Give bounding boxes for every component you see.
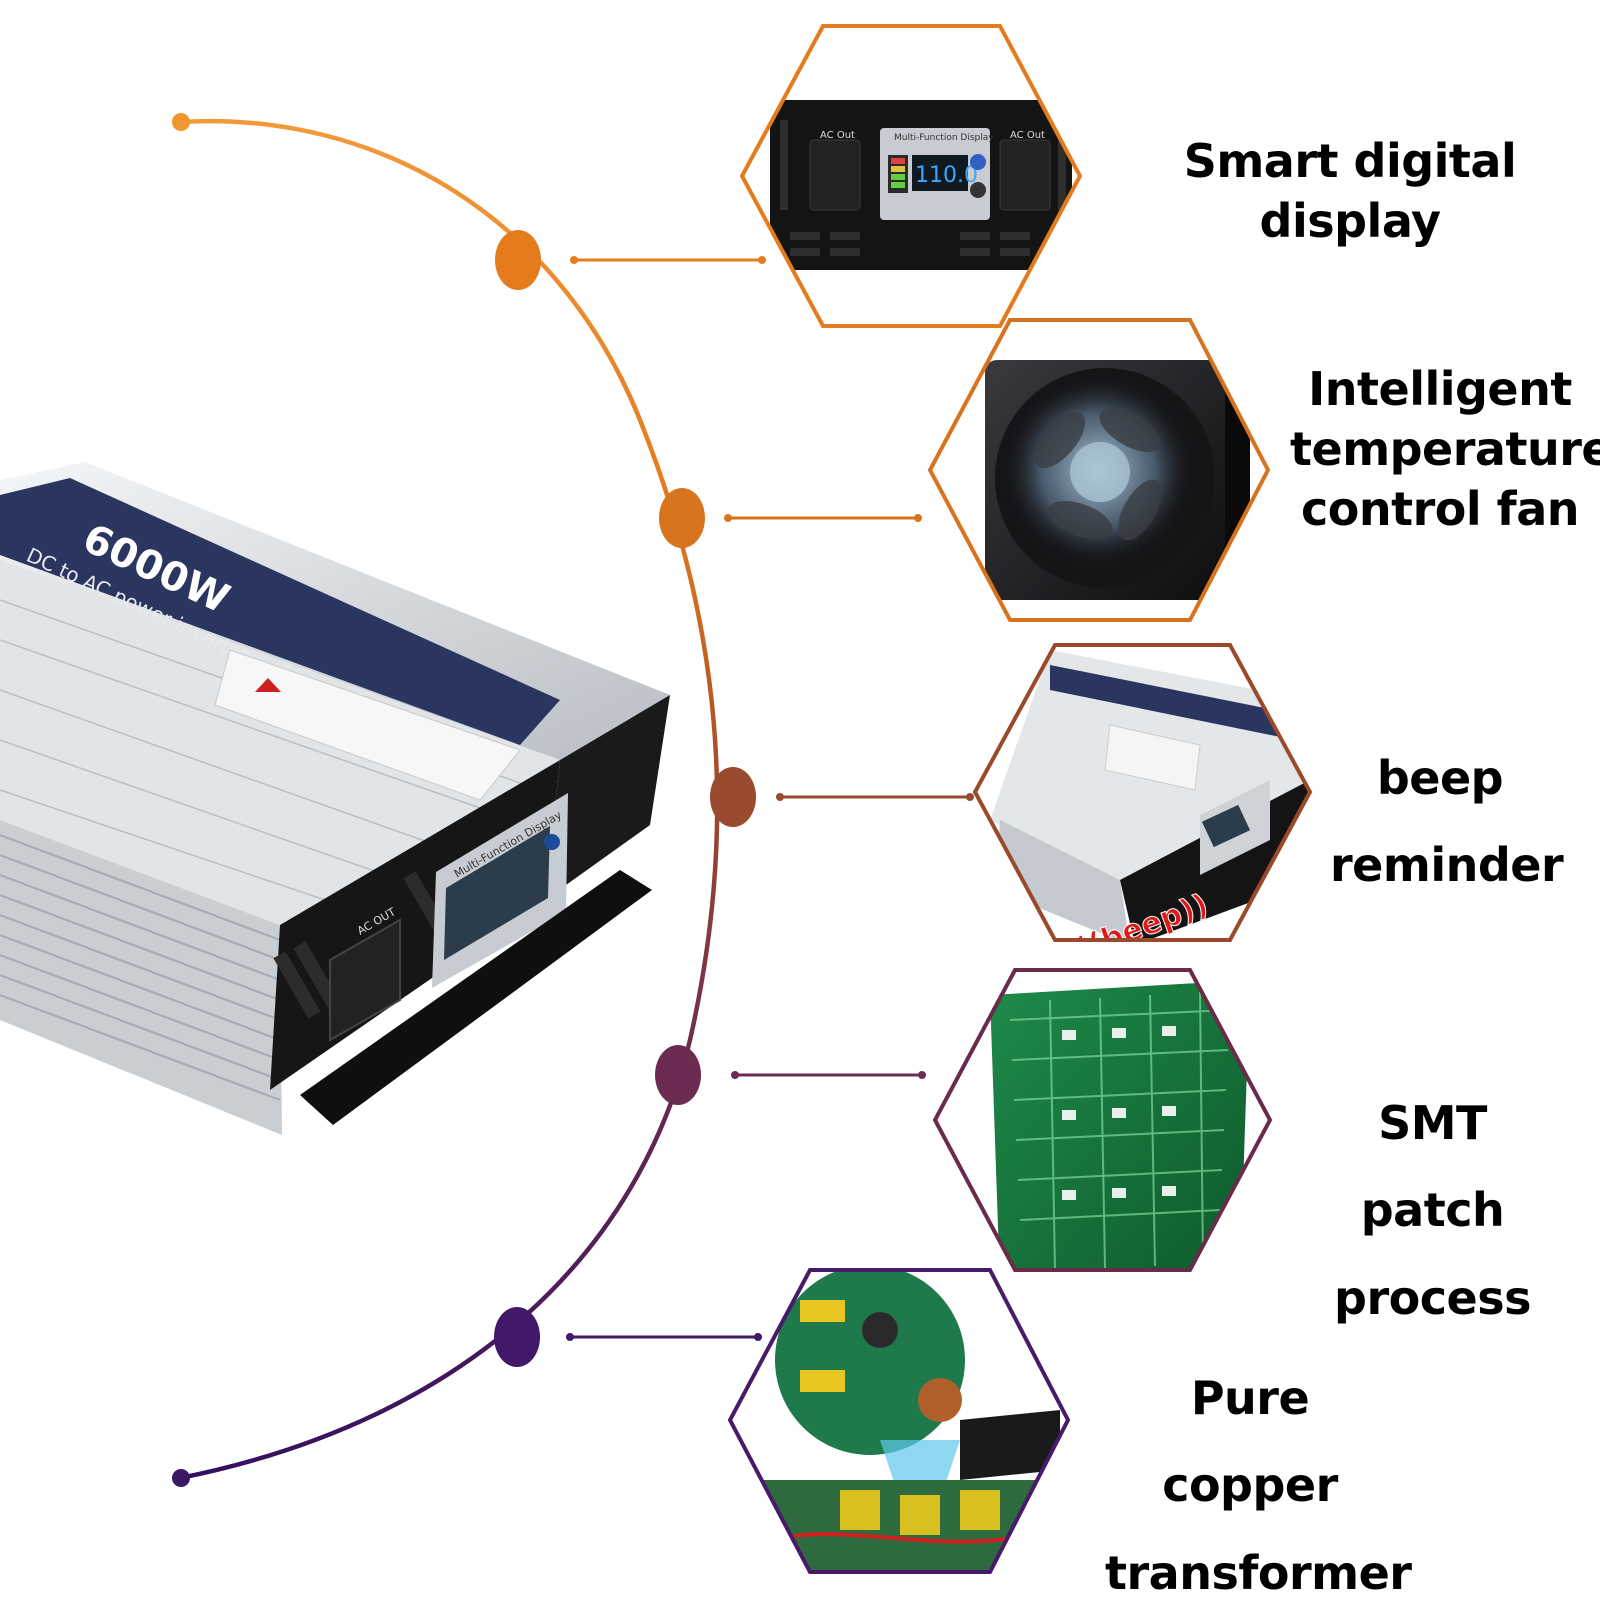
feature-label-beep: beep reminder xyxy=(1330,735,1564,910)
feature-label-beep-line-2: reminder xyxy=(1330,838,1564,893)
arc-end-top xyxy=(172,113,190,131)
feature-label-fan-line-2: temperature xyxy=(1290,421,1600,476)
feature-label-display: Smart digital display xyxy=(1115,132,1585,252)
hexagon-display: AC Out AC Out Multi-Function Display 110… xyxy=(739,24,1083,328)
feature-label-fan-line-3: control fan xyxy=(1301,481,1579,536)
connector-display xyxy=(495,230,766,290)
arc-end-bottom xyxy=(172,1469,190,1487)
inverter-product-image: 6000W DC to AC power inverter Multi-Func… xyxy=(0,462,670,1135)
feature-label-copper: Pure copper transformer xyxy=(1105,1355,1412,1617)
connector-smt xyxy=(655,1045,926,1105)
display-ac-out-right: AC Out xyxy=(1010,130,1045,141)
feature-label-smt: SMT patch process xyxy=(1270,1080,1595,1342)
feature-label-smt-line-2: patch process xyxy=(1334,1183,1531,1325)
hexagon-smt xyxy=(932,968,1273,1272)
connector-fan xyxy=(659,488,922,548)
display-ac-out-left: AC Out xyxy=(820,130,855,141)
feature-label-copper-line-1: Pure copper xyxy=(1162,1371,1338,1513)
feature-label-fan: Intelligent temperature control fan xyxy=(1290,360,1600,539)
hexagon-fan xyxy=(927,318,1271,622)
connector-beep xyxy=(710,767,974,827)
connector-copper xyxy=(494,1307,762,1367)
hexagon-beep: ((beep)) xyxy=(972,643,1313,942)
display-readout: 110.0 xyxy=(915,163,978,188)
feature-label-copper-line-2: transformer xyxy=(1105,1545,1412,1600)
feature-label-display-line-1: Smart digital display xyxy=(1183,134,1517,248)
feature-label-beep-line-1: beep xyxy=(1376,751,1504,805)
feature-label-fan-line-1: Intelligent xyxy=(1308,362,1572,416)
feature-label-smt-line-1: SMT xyxy=(1378,1096,1487,1150)
display-panel-title: Multi-Function Display xyxy=(894,133,994,143)
hexagon-copper xyxy=(727,1268,1071,1574)
